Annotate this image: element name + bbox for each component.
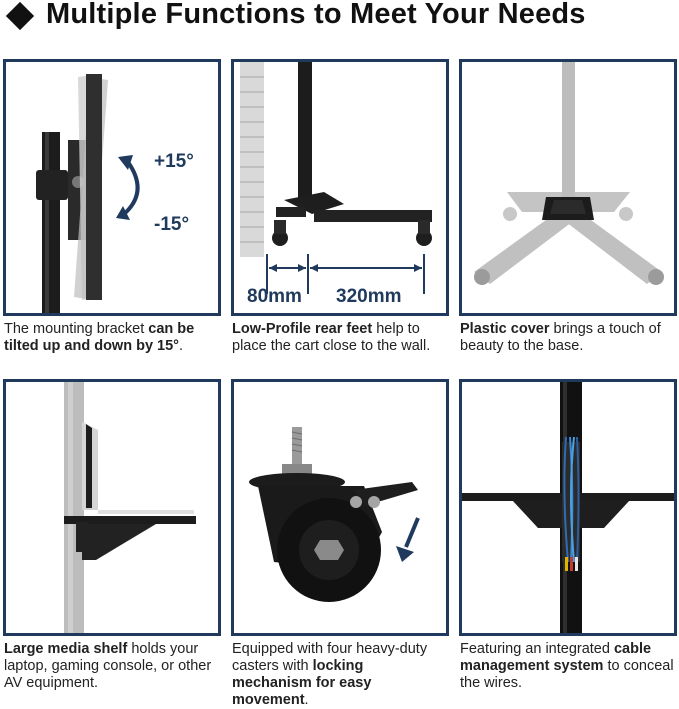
panel-media-shelf — [3, 379, 221, 636]
caption-media-shelf: Large media shelf holds your laptop, gam… — [4, 641, 212, 691]
caption-low-profile-feet: Low-Profile rear feet help to place the … — [232, 321, 431, 354]
dimension-label-80mm: 80mm — [247, 286, 302, 307]
panel-plastic-cover — [459, 59, 677, 316]
plastic-cover-illustration — [474, 62, 664, 285]
caption-plastic-cover: Plastic cover brings a touch of beauty t… — [460, 321, 661, 354]
tilt-up-label: +15° — [154, 151, 194, 172]
caster-illustration — [249, 427, 420, 602]
cable-management-illustration — [462, 382, 674, 633]
dimension-label-320mm: 320mm — [336, 286, 402, 307]
tilt-bracket-illustration: +15° -15° — [36, 74, 194, 313]
page-header: Multiple Functions to Meet Your Needs — [0, 0, 679, 34]
low-profile-feet-illustration: 80mm 320mm — [240, 62, 432, 307]
panel-tilt-bracket: +15° -15° — [3, 59, 221, 316]
diamond-bullet-icon — [5, 1, 35, 31]
tilt-down-label: -15° — [154, 214, 189, 235]
panel-locking-casters — [231, 379, 449, 636]
page-title: Multiple Functions to Meet Your Needs — [46, 0, 586, 30]
media-shelf-illustration — [64, 382, 196, 633]
caption-locking-casters: Equipped with four heavy-duty casters wi… — [232, 641, 428, 708]
caption-cable-management: Featuring an integrated cable management… — [460, 641, 674, 691]
panel-low-profile-feet: 80mm 320mm — [231, 59, 449, 316]
caption-tilt-bracket: The mounting bracket can be tilted up an… — [4, 321, 195, 354]
panel-cable-management — [459, 379, 677, 636]
